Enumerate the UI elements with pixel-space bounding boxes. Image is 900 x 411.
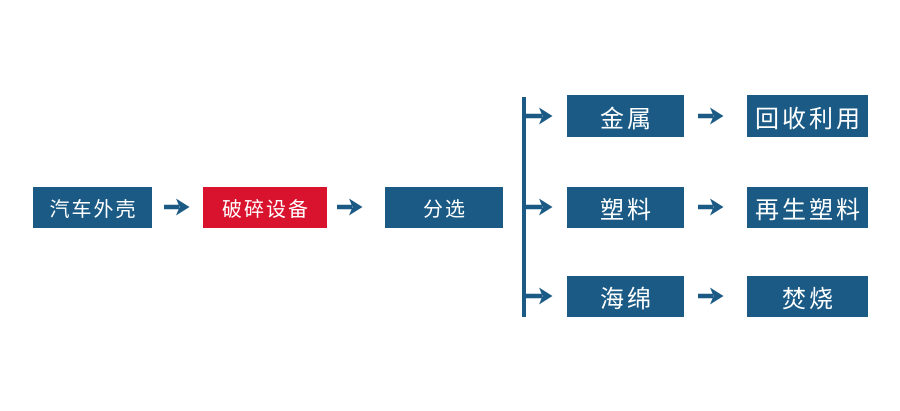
arrow-plastic-to-recycled-icon: [698, 198, 724, 216]
node-recycled-plastic: 再生塑料: [747, 187, 868, 228]
branch-connector-line: [522, 97, 526, 317]
node-car-shell: 汽车外壳: [33, 187, 152, 228]
arrow-shell-to-crusher-icon: [164, 198, 190, 216]
arrow-metal-to-recycle-icon: [698, 107, 724, 125]
arrow-branch-plastic-icon: [526, 198, 553, 216]
node-metal: 金属: [567, 95, 684, 137]
node-incineration: 焚烧: [747, 276, 868, 317]
node-crushing-equipment: 破碎设备: [203, 187, 327, 228]
arrow-crusher-to-sorting-icon: [337, 198, 363, 216]
arrow-sponge-to-incineration-icon: [698, 287, 724, 305]
node-sponge: 海绵: [567, 276, 684, 317]
node-sorting: 分选: [385, 187, 503, 228]
arrow-branch-sponge-icon: [526, 287, 553, 305]
arrow-branch-metal-icon: [526, 107, 553, 125]
node-plastic: 塑料: [567, 187, 684, 228]
node-recycling: 回收利用: [747, 95, 868, 137]
